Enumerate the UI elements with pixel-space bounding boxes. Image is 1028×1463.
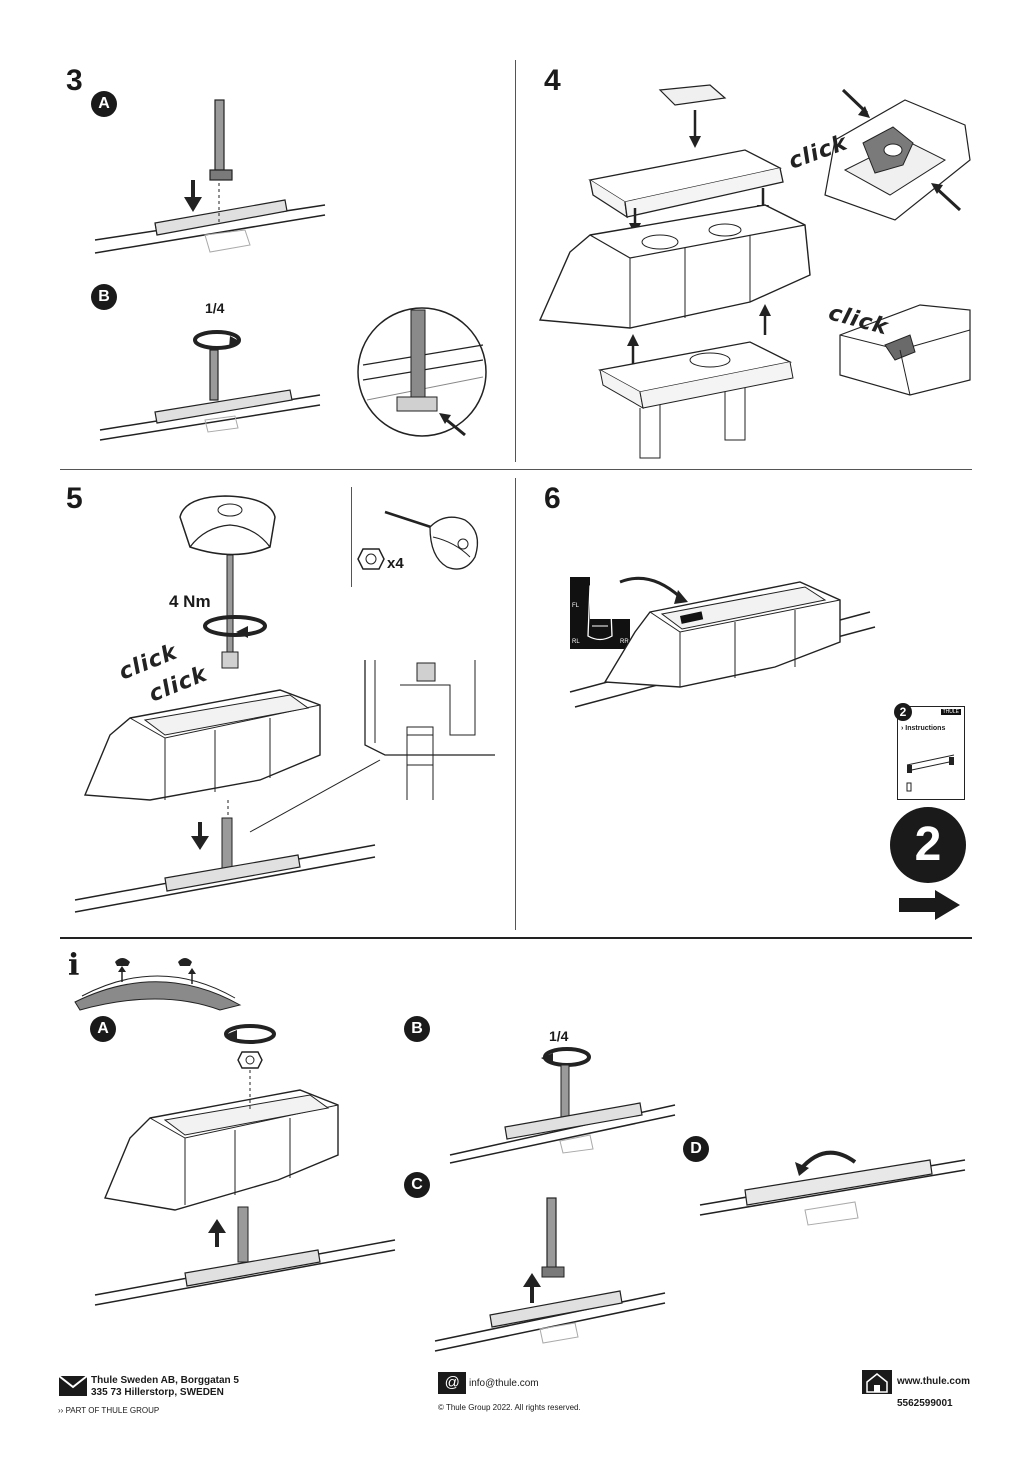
step-4-number: 4 — [544, 64, 561, 97]
footer-copyright: © Thule Group 2022. All rights reserved. — [438, 1403, 581, 1412]
divider-vertical-middle — [515, 478, 516, 930]
step-3-sub-a-badge: A — [91, 91, 117, 117]
step-6-sticker-cutout — [590, 577, 630, 619]
envelope-icon — [58, 1375, 88, 1396]
info-a-foot-body — [104, 1070, 339, 1211]
footer-address-line2: 335 73 Hillerstorp, SWEDEN — [91, 1387, 224, 1398]
step-3-detail-circle — [357, 307, 487, 437]
arrow-right-icon — [899, 890, 960, 920]
house-icon — [862, 1370, 892, 1394]
at-icon: @ — [438, 1372, 466, 1394]
step-4-foot-assembly — [538, 84, 811, 459]
divider-horizontal-middle — [60, 469, 972, 470]
next-booklet-number-circle: 2 — [890, 807, 966, 883]
step-3-number: 3 — [66, 64, 83, 97]
step-5-number: 5 — [66, 482, 83, 515]
info-sub-d-badge: D — [683, 1136, 709, 1162]
footer-group-label: ›› PART OF THULE GROUP — [58, 1406, 160, 1415]
step-6-next-booklet: 2 THULE › Instructions — [894, 703, 965, 800]
step-6-number: 6 — [544, 482, 561, 515]
info-a-rotate-icon — [224, 1024, 276, 1069]
booklet-title: › Instructions — [901, 725, 946, 732]
info-sub-a-badge: A — [90, 1016, 116, 1042]
info-sub-c-badge: C — [404, 1172, 430, 1198]
step-5-torque-label: 4 Nm — [169, 592, 211, 611]
step-5-qty-label: x4 — [387, 555, 404, 572]
info-b-quarter-label: 1/4 — [549, 1028, 569, 1044]
divider-vertical-top — [515, 60, 516, 462]
info-d-illustration — [699, 1150, 966, 1226]
pos-fl-label: FL — [572, 603, 580, 609]
step-3a-illustration — [94, 99, 326, 254]
footer-website[interactable]: www.thule.com — [897, 1376, 970, 1387]
step-3b-illustration — [99, 330, 321, 441]
divider-horizontal-bottom — [60, 937, 972, 939]
step-5-nut-icon — [357, 548, 385, 570]
step-5-foot-body — [83, 689, 321, 801]
step-5-allen-tool — [384, 510, 479, 570]
step-3-sub-b-badge: B — [91, 284, 117, 310]
step-5-torque-wrench — [179, 495, 276, 669]
booklet-brand: THULE — [940, 709, 961, 715]
step-5-rotate-arrow-icon — [203, 615, 267, 638]
step-5-inset-detail — [364, 660, 495, 800]
booklet-number-badge: 2 — [894, 703, 912, 721]
pos-rl-label: RL — [572, 639, 580, 645]
step-6-foot-on-rail — [569, 576, 876, 708]
info-c-illustration — [434, 1197, 666, 1352]
step-4-detail-top — [824, 88, 971, 221]
footer-group-text: PART OF THULE GROUP — [65, 1406, 160, 1415]
step-5-rail-track — [74, 759, 381, 913]
info-b-illustration — [449, 1047, 676, 1164]
info-icon: i — [68, 948, 80, 983]
divider-step5-inset — [351, 487, 352, 587]
step-3b-quarter-label: 1/4 — [205, 300, 225, 316]
footer-address-line1: Thule Sweden AB, Borggatan 5 — [91, 1375, 239, 1386]
info-a-rail — [94, 1206, 396, 1306]
footer-doc-number: 5562599001 — [897, 1398, 953, 1409]
pos-rr-label: RR — [620, 639, 629, 645]
step-4-detail-bottom — [839, 304, 971, 396]
info-sub-b-badge: B — [404, 1016, 430, 1042]
footer-email[interactable]: info@thule.com — [469, 1378, 539, 1389]
info-roof-illustration — [74, 958, 242, 1011]
